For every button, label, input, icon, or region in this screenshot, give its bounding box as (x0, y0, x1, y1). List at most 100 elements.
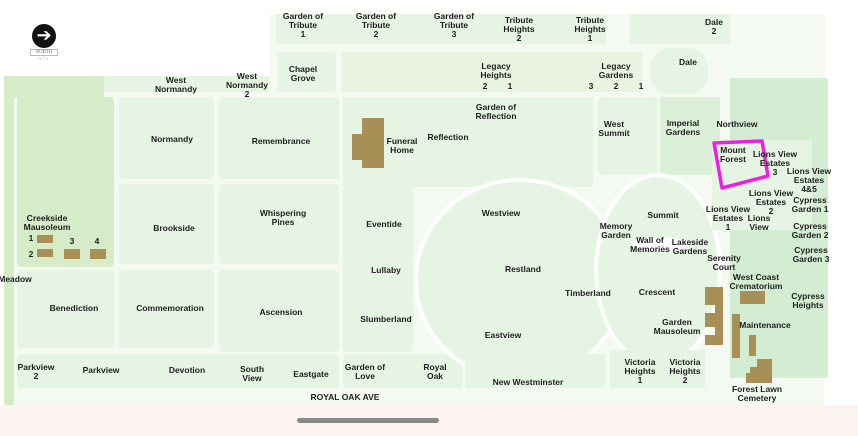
mausoleum-number: 4 (94, 236, 100, 246)
section-label[interactable]: Wall of Memories (630, 235, 670, 254)
section-label[interactable]: West Normandy (154, 75, 198, 94)
section-label[interactable]: Devotion (168, 365, 206, 375)
section-label[interactable]: West Summit (598, 119, 630, 138)
section-west-normandy (104, 76, 269, 92)
mausoleum-number: 3 (69, 236, 75, 246)
section-label[interactable]: New Westminster (492, 377, 564, 387)
section-label[interactable]: Normandy (150, 134, 194, 144)
section-remembrance (219, 97, 339, 179)
section-label[interactable]: Dale (679, 57, 697, 67)
creekside-mausoleum-4 (90, 249, 106, 259)
section-label[interactable]: Legacy Heights (480, 61, 512, 80)
section-label[interactable]: Cypress Garden 3 (792, 245, 830, 264)
section-number: 1 (507, 81, 513, 91)
section-label[interactable]: Remembrance (251, 136, 311, 146)
section-label[interactable]: Forest Lawn Cemetery (731, 384, 783, 403)
mount-forest-highlight (712, 139, 770, 190)
section-label[interactable]: Ascension (259, 307, 303, 317)
section-label[interactable]: Lions View Estates 1 (705, 204, 751, 232)
section-label[interactable]: Brookside (153, 223, 195, 233)
section-garden-of-love (343, 354, 463, 388)
section-label[interactable]: Legacy Gardens (598, 61, 634, 80)
section-number: 2 (482, 81, 488, 91)
section-west-summit (598, 97, 658, 175)
section-legacy (342, 52, 642, 92)
section-label[interactable]: South View (239, 364, 265, 383)
creekside-mausoleum-3 (64, 249, 80, 259)
section-victoria-heights (610, 350, 705, 388)
section-label[interactable]: Garden of Tribute 2 (355, 11, 397, 39)
section-label[interactable]: Imperial Gardens (665, 118, 701, 137)
section-number: 2 (613, 81, 619, 91)
section-label[interactable]: Lions View Estates 4&5 (786, 166, 832, 194)
mausoleum-number: 2 (28, 249, 34, 259)
section-label[interactable]: Commemoration (136, 303, 204, 313)
section-label[interactable]: Eventide (366, 219, 402, 229)
section-creekside (17, 97, 114, 267)
section-label[interactable]: Whispering Pines (259, 208, 307, 227)
section-label[interactable]: Slumberland (360, 314, 412, 324)
section-label[interactable]: Victoria Heights 1 (624, 357, 656, 385)
section-chapel-grove (278, 52, 336, 92)
maintenance-building-2 (749, 335, 756, 356)
section-label[interactable]: Lions View Estates 3 (752, 149, 798, 177)
section-reflection (343, 97, 593, 187)
section-label[interactable]: Lions View (747, 213, 771, 232)
section-label[interactable]: Garden of Tribute 3 (433, 11, 475, 39)
garden-mausoleum-building (705, 287, 723, 345)
section-label[interactable]: Summit (647, 210, 679, 220)
section-label[interactable]: West Normandy 2 (225, 71, 269, 99)
section-label[interactable]: Crescent (638, 287, 676, 297)
section-label[interactable]: Lullaby (371, 265, 401, 275)
section-label[interactable]: Meadow (0, 274, 32, 284)
section-label[interactable]: Eastgate (293, 369, 329, 379)
section-normandy (119, 97, 214, 179)
section-label[interactable]: Eastview (484, 330, 522, 340)
section-label[interactable]: Maintenance (739, 320, 791, 330)
section-label[interactable]: Funeral Home (386, 136, 418, 155)
home-indicator-handle[interactable] (297, 418, 439, 423)
section-label[interactable]: Garden of Reflection (475, 102, 517, 121)
section-label[interactable]: Timberland (565, 288, 611, 298)
section-label[interactable]: Lakeside Gardens (671, 237, 709, 256)
section-label[interactable]: Tribute Heights 1 (574, 15, 606, 43)
section-brookside (119, 184, 214, 264)
section-label[interactable]: Parkview 2 (17, 362, 55, 381)
section-label[interactable]: Serenity Court (707, 253, 741, 272)
section-label[interactable]: Cypress Heights (791, 291, 825, 310)
section-label[interactable]: Parkview (82, 365, 120, 375)
north-arrow-icon: ➔ (32, 24, 56, 48)
section-number: 1 (638, 81, 644, 91)
section-new-westminster (465, 354, 605, 388)
section-label[interactable]: Chapel Grove (288, 64, 318, 83)
scale-label: N.T.S. (38, 56, 50, 61)
section-label[interactable]: West Coast Crematorium (729, 272, 783, 291)
section-label[interactable]: Restland (505, 264, 541, 274)
section-benediction (17, 270, 114, 348)
section-label[interactable]: Cypress Garden 2 (791, 221, 829, 240)
memory-pond (630, 237, 690, 251)
section-label[interactable]: Lions View Estates 2 (748, 188, 794, 216)
section-label[interactable]: Reflection (427, 132, 469, 142)
funeral-home-building (352, 118, 384, 168)
section-label-highlighted[interactable]: Mount Forest (720, 145, 746, 164)
section-label[interactable]: Garden Mausoleum (653, 317, 701, 336)
section-label[interactable]: Memory Garden (599, 221, 633, 240)
section-label[interactable]: Benediction (49, 303, 99, 313)
section-label[interactable]: Cypress Garden 1 (791, 195, 829, 214)
section-label[interactable]: Tribute Heights 2 (503, 15, 535, 43)
section-summit-circle (594, 173, 722, 367)
section-label[interactable]: Creekside Mausoleum (23, 213, 71, 232)
section-label[interactable]: Northview (716, 119, 758, 129)
park-west (4, 76, 104, 98)
section-label[interactable]: Westview (481, 208, 521, 218)
office-building (746, 359, 772, 383)
creekside-mausoleum-1 (37, 235, 53, 243)
section-label[interactable]: Garden of Tribute 1 (282, 11, 324, 39)
section-label[interactable]: Garden of Love (344, 362, 386, 381)
section-label[interactable]: Royal Oak (423, 362, 447, 381)
section-label[interactable]: Dale 2 (705, 17, 723, 36)
north-compass: ➔ NORTH N.T.S. (30, 24, 58, 61)
section-label[interactable]: Victoria Heights 2 (669, 357, 701, 385)
